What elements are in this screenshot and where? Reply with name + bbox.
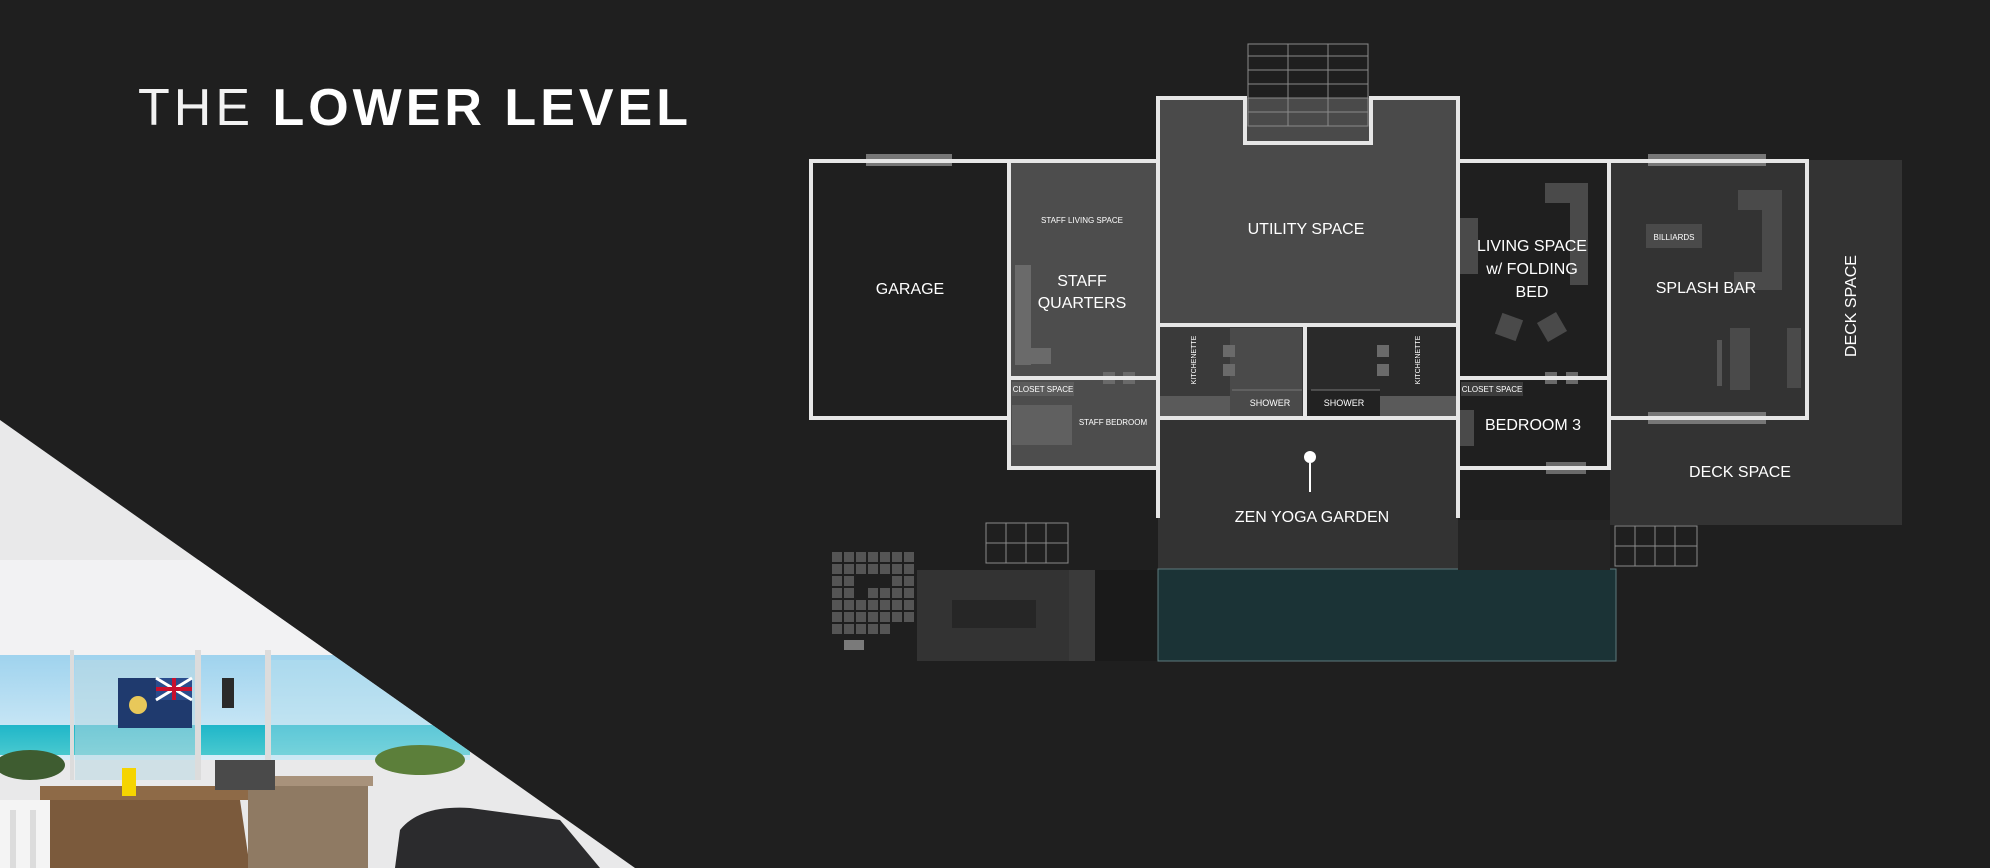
utility-space-area <box>1158 98 1458 323</box>
utility-space-label: UTILITY SPACE <box>1248 221 1365 238</box>
title-light: THE <box>138 79 254 137</box>
top-grid <box>1247 43 1369 127</box>
bedroom-3-label: BEDROOM 3 <box>1485 417 1581 434</box>
billiards-label: BILLIARDS <box>1654 233 1695 242</box>
living-space-label-3: BED <box>1516 284 1549 301</box>
living-space-label-2: w/ FOLDING <box>1485 261 1578 278</box>
staff-living-space-label: STAFF LIVING SPACE <box>1041 216 1123 225</box>
exterior-left <box>832 522 1158 661</box>
splash-bar-label: SPLASH BAR <box>1656 280 1756 297</box>
zen-yoga-garden-area <box>1158 418 1458 569</box>
deck-space-vertical-label: DECK SPACE <box>1843 255 1860 357</box>
staff-quarters-label-2: QUARTERS <box>1038 295 1127 312</box>
garage-label: GARAGE <box>876 281 944 298</box>
shower-right-label: SHOWER <box>1324 398 1365 408</box>
staff-quarters-area <box>1009 162 1158 377</box>
closet-space-left-label: CLOSET SPACE <box>1013 385 1074 394</box>
walls <box>809 96 1809 518</box>
staff-quarters-label-1: STAFF <box>1057 273 1107 290</box>
title-bold: LOWER LEVEL <box>272 79 693 137</box>
deck-space-area <box>1610 160 1902 525</box>
kitchenette-right-label: KITCHENETTE <box>1415 335 1422 384</box>
living-space-label-1: LIVING SPACE <box>1477 238 1587 255</box>
zen-yoga-garden-label: ZEN YOGA GARDEN <box>1235 509 1389 526</box>
page-title: THE LOWER LEVEL <box>138 78 692 138</box>
kitchenette-left-label: KITCHENETTE <box>1191 335 1198 384</box>
deck-space-label: DECK SPACE <box>1689 464 1791 481</box>
shower-left-label: SHOWER <box>1250 398 1291 408</box>
pool <box>1157 568 1617 662</box>
closet-space-right-label: CLOSET SPACE <box>1462 385 1523 394</box>
staff-bedroom-label: STAFF BEDROOM <box>1079 418 1148 427</box>
